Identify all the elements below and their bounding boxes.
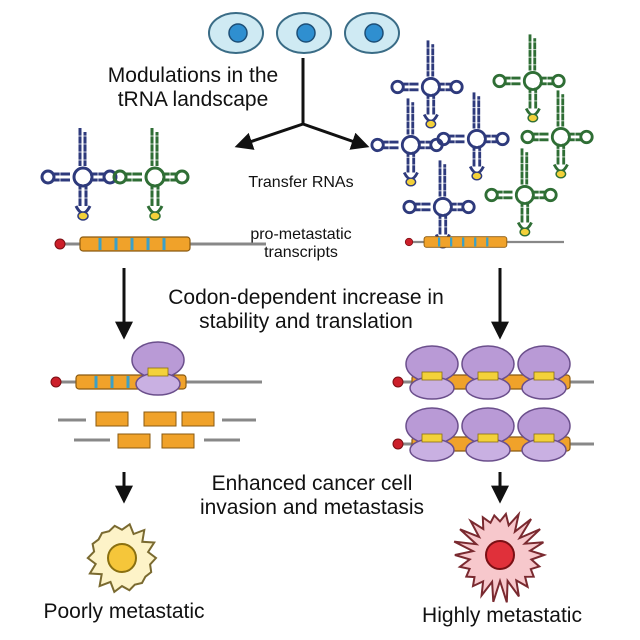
highly-metastatic-label: Highly metastatic — [422, 604, 582, 627]
modulations-line-2: tRNA landscape — [117, 88, 269, 112]
cell-3 — [344, 12, 400, 54]
cell-1 — [208, 12, 264, 54]
modulations-line-1: Modulations in the — [107, 64, 279, 87]
right-mrna — [403, 235, 566, 249]
pro-metastatic-line-1: pro-metastatic — [250, 226, 352, 243]
poorly-metastatic-label: Poorly metastatic — [43, 600, 205, 623]
highly-metastatic-cell — [453, 510, 548, 603]
enhanced-invasion-label: Enhanced cancer cell invasion and metast… — [200, 472, 424, 520]
codon-line-2: stability and translation — [199, 310, 413, 334]
modulations-label: Modulations in the tRNA landscape — [88, 64, 298, 112]
pro-metastatic-line-2: transcripts — [264, 244, 338, 262]
top-cells — [208, 12, 400, 54]
right-trna-cluster — [370, 32, 594, 250]
codon-dependent-label: Codon-dependent increase in stability an… — [168, 286, 444, 334]
poorly-metastatic-cell — [86, 522, 158, 594]
left-trna-green — [112, 126, 190, 222]
enhanced-line-2: invasion and metastasis — [199, 496, 425, 520]
codon-line-1: Codon-dependent increase in — [168, 286, 444, 309]
right-polysome-2 — [392, 407, 594, 462]
right-polysome-1 — [392, 345, 594, 400]
enhanced-line-1: Enhanced cancer cell — [211, 472, 413, 495]
transfer-rnas-label: Transfer RNAs — [248, 174, 354, 191]
pro-metastatic-label: pro-metastatic transcripts — [250, 226, 351, 263]
degraded-fragments — [58, 411, 256, 449]
left-translation — [49, 341, 264, 396]
down-arrows — [115, 268, 509, 504]
cell-2 — [276, 12, 332, 54]
branch-arrows — [234, 58, 370, 150]
left-trna-blue — [40, 126, 118, 222]
left-mrna — [53, 235, 268, 253]
